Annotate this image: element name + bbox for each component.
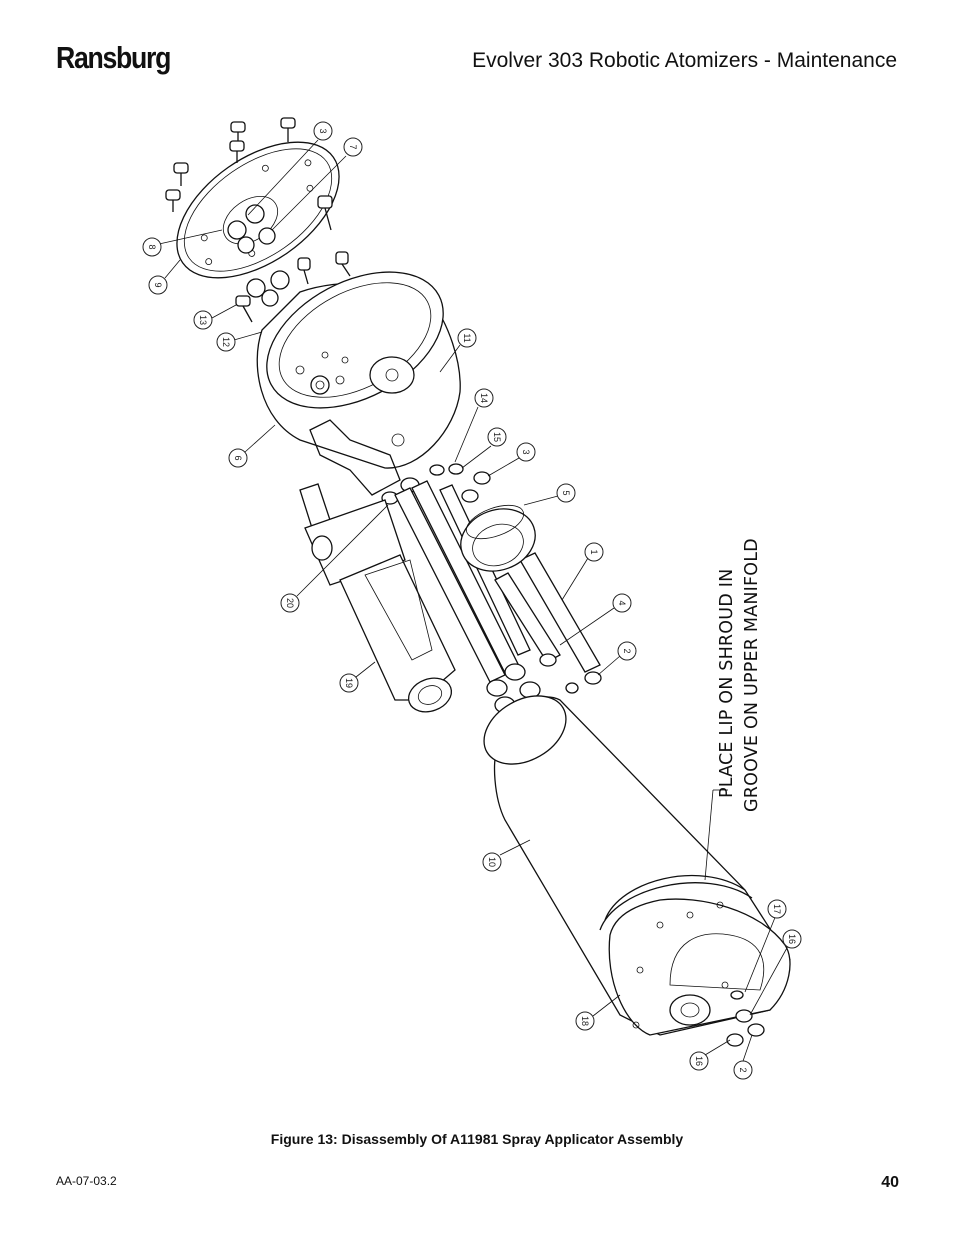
svg-text:14: 14 [479,393,489,403]
svg-text:9: 9 [153,282,163,287]
callout-15: 15 [487,427,507,447]
brand-logo: Ransburg [56,40,171,75]
callout-12: 12 [216,332,236,352]
callout-17: 17 [767,899,787,919]
callout-16-right: 16 [782,929,802,949]
svg-text:20: 20 [285,598,295,608]
svg-text:4: 4 [617,600,627,605]
upper-manifold [256,271,461,496]
svg-text:1: 1 [589,549,599,554]
plate-screws [165,117,351,323]
callout-11: 11 [457,328,477,348]
fluid-tubes [394,480,602,730]
note-line-1: PLACE LIP ON SHROUD IN [717,569,737,798]
callout-7: 7 [343,137,363,157]
svg-text:17: 17 [772,904,782,914]
svg-text:18: 18 [580,1016,590,1026]
valve-body [299,483,456,713]
svg-text:7: 7 [348,144,358,149]
callout-6: 6 [228,448,248,468]
svg-text:11: 11 [462,333,472,342]
svg-text:10: 10 [487,857,497,867]
callout-20: 20 [280,593,300,613]
callout-4: 4 [612,593,632,613]
callout-10: 10 [482,852,502,872]
callout-13: 13 [193,310,213,330]
note-line-2: GROOVE ON UPPER MANIFOLD [742,538,762,812]
svg-text:15: 15 [492,432,502,442]
callout-3-top: 3 [313,121,333,141]
callout-2-mid: 2 [617,641,637,661]
figure-caption: Figure 13: Disassembly Of A11981 Spray A… [270,1131,684,1147]
svg-text:16: 16 [694,1056,704,1066]
svg-text:5: 5 [561,490,571,495]
svg-text:16: 16 [787,934,797,944]
svg-text:2: 2 [622,648,632,653]
svg-text:3: 3 [521,449,531,454]
callout-1: 1 [584,542,604,562]
callout-2-bottom: 2 [733,1060,753,1080]
svg-text:12: 12 [221,337,231,347]
callout-19: 19 [339,673,359,693]
svg-text:13: 13 [198,315,208,325]
callouts: 3 7 8 9 13 12 11 6 14 15 3 5 1 20 4 2 19… [142,121,802,1080]
callout-3-mid: 3 [516,442,536,462]
svg-text:3: 3 [318,128,328,133]
document-number: AA-07-03.2 [56,1174,117,1188]
svg-text:2: 2 [738,1067,748,1072]
leader-lines [158,139,789,1065]
callout-18: 18 [575,1011,595,1031]
callout-5: 5 [556,483,576,503]
page-number: 40 [881,1174,899,1191]
shroud-cylinder [483,695,791,1047]
callout-8: 8 [142,237,162,257]
callout-16-bottom: 16 [689,1051,709,1071]
callout-14: 14 [474,388,494,408]
assembly-note: PLACE LIP ON SHROUD IN GROOVE ON UPPER M… [713,538,762,812]
page-title: Evolver 303 Robotic Atomizers - Maintena… [472,49,897,72]
svg-text:19: 19 [344,678,354,688]
coupling-ring [460,504,536,572]
svg-text:8: 8 [147,244,157,249]
svg-text:6: 6 [233,455,243,460]
callout-9: 9 [148,275,168,295]
